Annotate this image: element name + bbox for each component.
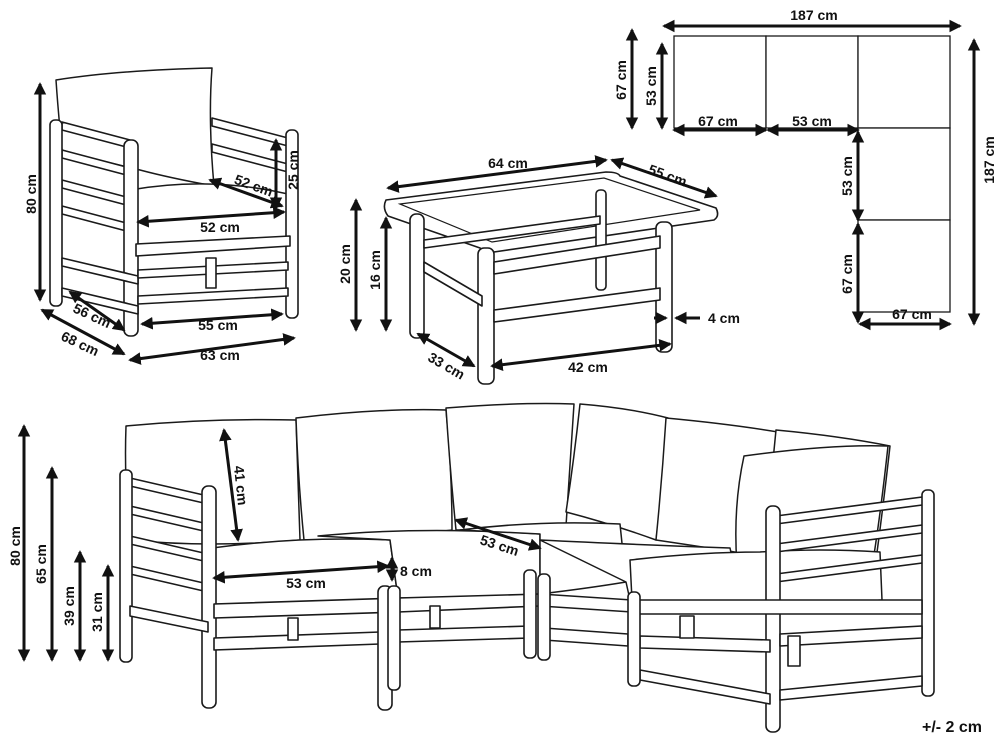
label-table-leg-thickness: 4 cm	[708, 310, 740, 326]
plan-view-drawing	[673, 35, 951, 313]
label-sofa-back-cushion: 41 cm	[231, 465, 251, 506]
label-sofa-height-total: 80 cm	[7, 526, 23, 566]
label-table-leg-span: 42 cm	[568, 359, 608, 375]
label-plan-total-width: 187 cm	[790, 7, 837, 23]
label-chair-outer-depth: 68 cm	[59, 328, 102, 359]
label-plan-total-depth: 187 cm	[981, 136, 997, 183]
label-chair-back-cushion: 25 cm	[285, 150, 301, 190]
label-sofa-module-gap: 8 cm	[400, 563, 432, 579]
label-chair-inner-width: 55 cm	[198, 317, 238, 333]
label-chair-seat-width: 52 cm	[200, 219, 240, 235]
tolerance-note: +/- 2 cm	[922, 719, 982, 736]
label-sofa-seat-width: 53 cm	[286, 575, 326, 591]
label-plan-left-inner: 53 cm	[643, 66, 659, 106]
label-plan-right-lower: 67 cm	[839, 254, 855, 294]
label-plan-bottom-mid: 53 cm	[792, 113, 832, 129]
corner-sofa-drawing	[119, 402, 935, 733]
label-chair-height: 80 cm	[23, 174, 39, 214]
label-sofa-height-frame: 31 cm	[89, 592, 105, 632]
label-table-leg-depth: 33 cm	[425, 349, 467, 383]
dimension-arrows	[17, 19, 981, 662]
label-table-depth: 55 cm	[646, 161, 689, 190]
label-table-inner-height: 16 cm	[367, 250, 383, 290]
label-plan-bottom-left: 67 cm	[698, 113, 738, 129]
label-table-width: 64 cm	[488, 155, 528, 171]
label-plan-left-outer: 67 cm	[613, 60, 629, 100]
label-sofa-height-arm: 65 cm	[33, 544, 49, 584]
label-chair-outer-width: 63 cm	[200, 347, 240, 363]
armchair-drawing	[49, 67, 299, 337]
label-sofa-height-seat: 39 cm	[61, 586, 77, 626]
label-plan-right-upper: 53 cm	[839, 156, 855, 196]
label-plan-bottom-right: 67 cm	[892, 306, 932, 322]
label-table-height: 20 cm	[337, 244, 353, 284]
